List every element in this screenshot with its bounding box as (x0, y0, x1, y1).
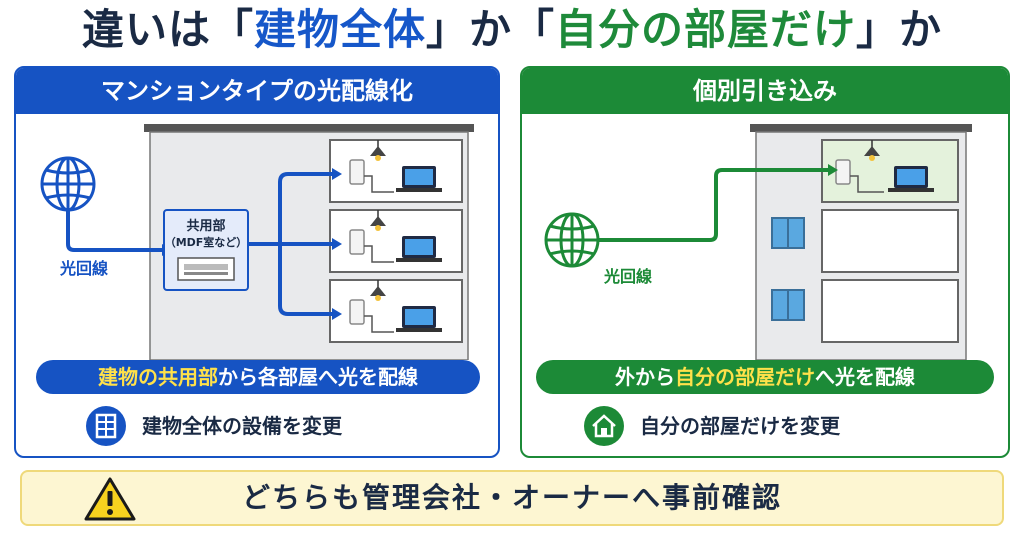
warning-text: どちらも管理会社・オーナーへ事前確認 (241, 481, 782, 514)
shared-area-box: 共用部 （MDF室など） (163, 209, 249, 291)
mansion-type-panel: マンションタイプの光配線化 (14, 66, 500, 458)
title-suffix: 」か (856, 5, 943, 54)
warning-icon (84, 476, 136, 522)
warning-banner: どちらも管理会社・オーナーへ事前確認 (20, 470, 1004, 526)
fiber-distribution (248, 172, 332, 316)
fiber-line-in (66, 210, 162, 252)
title-prefix: 違いは「 (81, 5, 254, 54)
fiber-line-label: 光回線 (59, 259, 108, 278)
own-room-devices (835, 140, 934, 193)
building-roof (750, 124, 972, 132)
title-right-term: 自分の部屋だけ (555, 5, 857, 54)
mansion-type-diagram: 光回線 共用部 （MDF室など） (40, 124, 474, 360)
fiber-line-label: 光回線 (603, 267, 652, 286)
other-room-1 (821, 209, 959, 273)
mansion-type-note-text: 建物全体の設備を変更 (142, 414, 342, 438)
room-devices (349, 140, 442, 333)
building-icon (86, 406, 126, 446)
shared-area-label: 共用部 (186, 218, 225, 234)
globe-icon (544, 212, 600, 268)
summary-rest: から各部屋へ光を配線 (218, 365, 418, 389)
title-left-term: 建物全体 (253, 5, 426, 54)
summary-post: へ光を配線 (815, 365, 915, 389)
summary-pre: 外から (615, 365, 675, 389)
individual-note-text: 自分の部屋だけを変更 (640, 414, 840, 438)
other-room-2 (821, 279, 959, 343)
house-icon (584, 406, 624, 446)
building-windows (771, 217, 805, 321)
globe-icon (40, 156, 96, 212)
individual-summary: 外から自分の部屋だけへ光を配線 (536, 360, 994, 394)
summary-highlight: 建物の共用部 (98, 365, 218, 389)
mansion-type-summary: 建物の共用部から各部屋へ光を配線 (36, 360, 480, 394)
mansion-type-header: マンションタイプの光配線化 (16, 68, 498, 114)
page-title: 違いは「建物全体」か「自分の部屋だけ」か (0, 2, 1024, 58)
shared-area-sub: （MDF室など） (165, 235, 248, 249)
summary-highlight: 自分の部屋だけ (675, 365, 815, 389)
individual-panel: 個別引き込み 光回線 (520, 66, 1010, 458)
individual-header: 個別引き込み (522, 68, 1008, 114)
title-middle: 」か「 (425, 5, 555, 54)
individual-diagram: 光回線 (544, 124, 972, 360)
fiber-line-direct (598, 168, 828, 242)
building-roof (144, 124, 474, 132)
mdf-panel-icon (177, 257, 235, 281)
